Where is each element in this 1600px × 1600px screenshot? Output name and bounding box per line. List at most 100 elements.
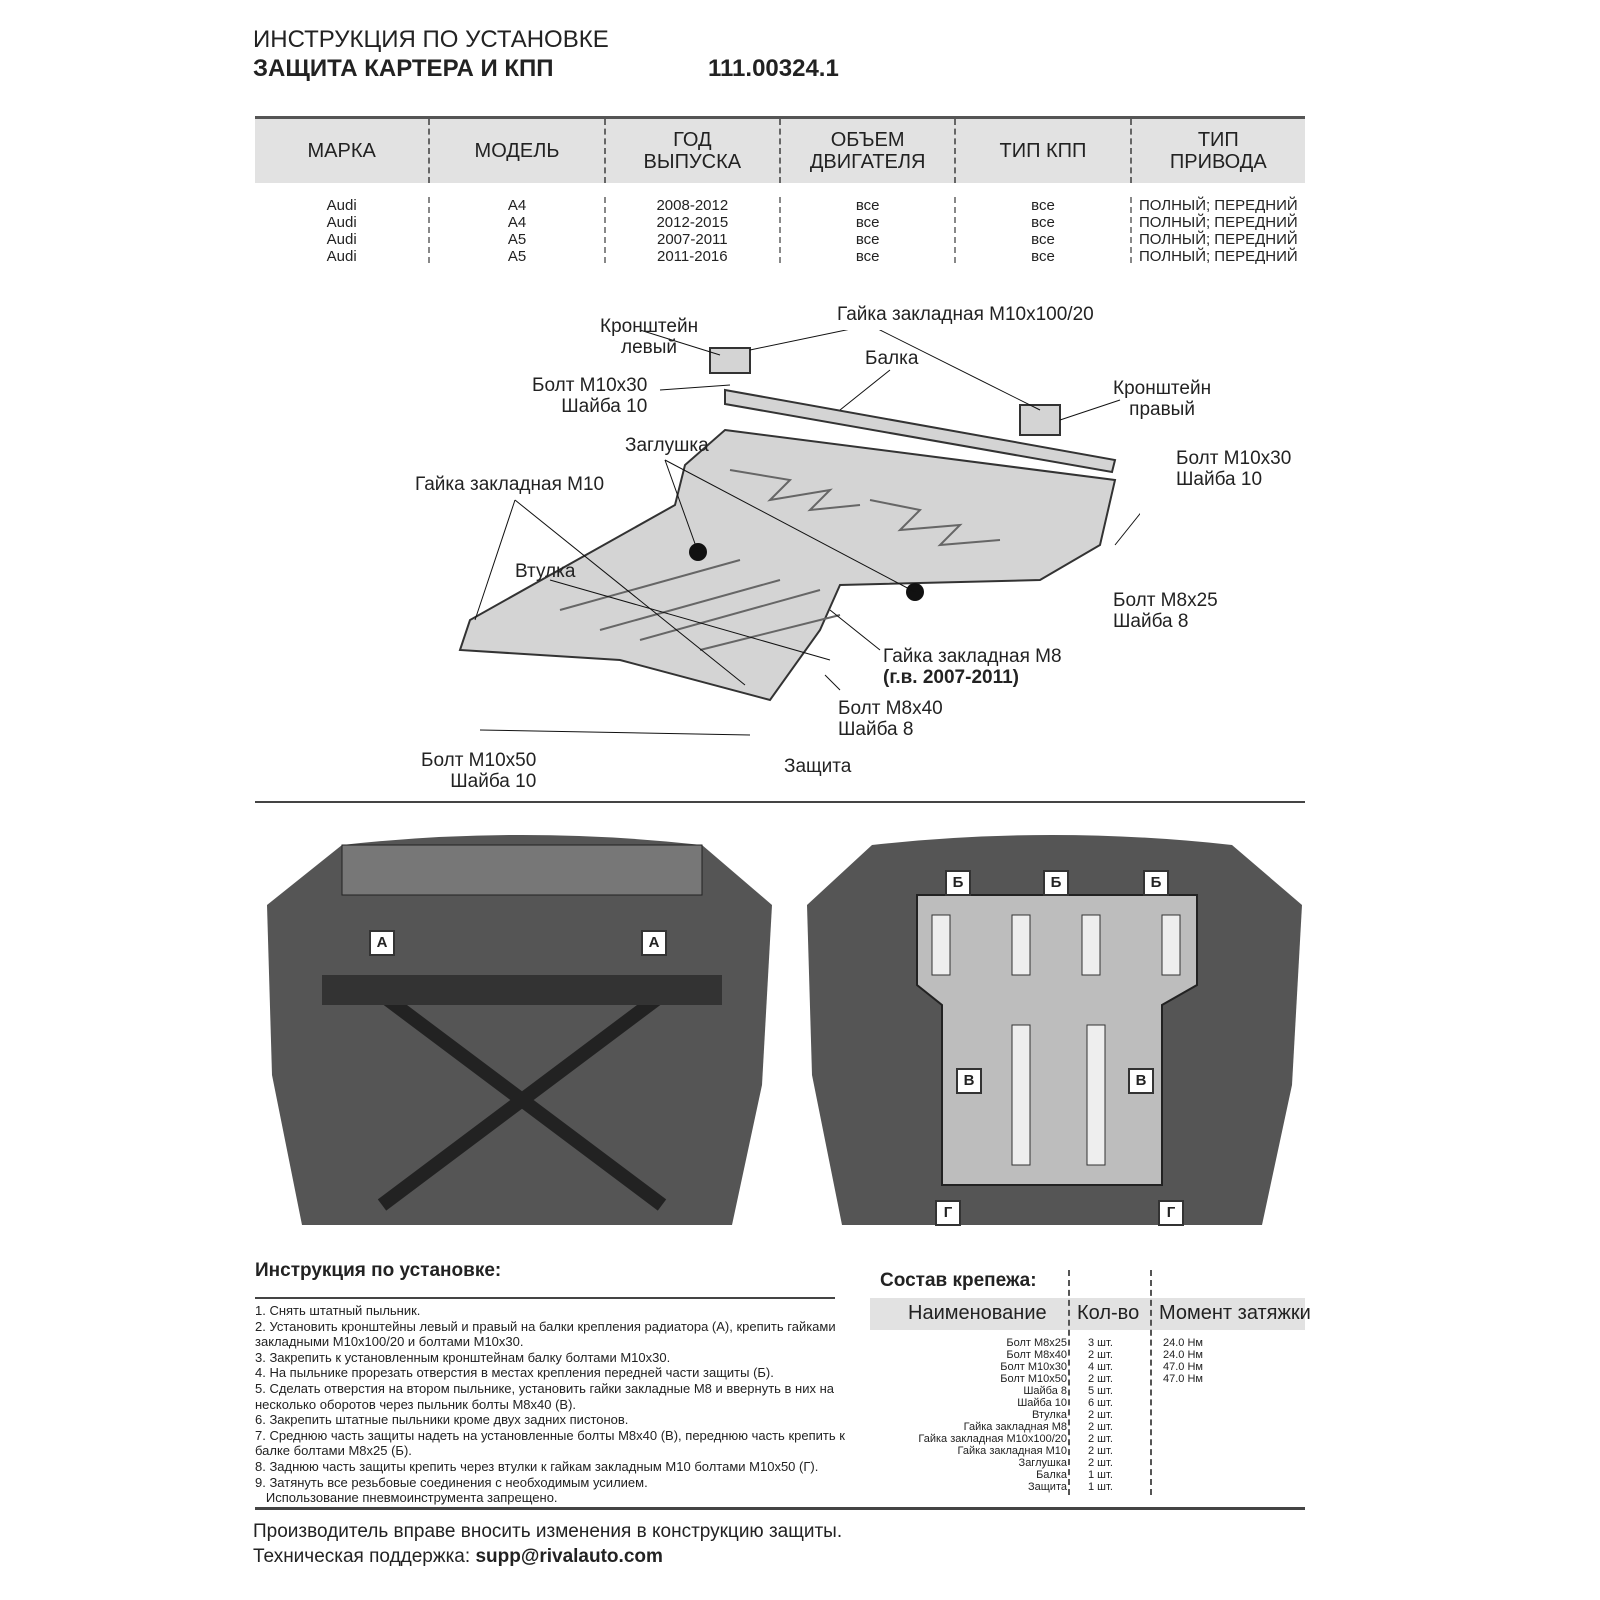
fastener-torque: 47.0 Нм xyxy=(1163,1373,1203,1385)
guard-plate xyxy=(458,428,1117,702)
fastener-name: Балка xyxy=(1036,1469,1067,1481)
footer-note: Производитель вправе вносить изменения в… xyxy=(253,1521,843,1542)
table-cell: 2008-2012 xyxy=(656,197,729,214)
marker-a: А xyxy=(641,930,667,956)
divider xyxy=(255,1297,835,1299)
fastener-name: Шайба 8 xyxy=(1023,1385,1067,1397)
label-nut-m10: Гайка закладная М10 xyxy=(415,474,605,495)
fastener-torque: 47.0 Нм xyxy=(1163,1361,1203,1373)
fastener-qty: 3 шт. xyxy=(1088,1337,1113,1349)
doc-title: ИНСТРУКЦИЯ ПО УСТАНОВКЕ xyxy=(253,26,609,53)
col-qty: Кол-во xyxy=(1077,1302,1140,1324)
fastener-qty: 2 шт. xyxy=(1088,1457,1113,1469)
table-cell: все xyxy=(855,214,880,231)
table-cell: Audi xyxy=(326,231,357,248)
fasteners-title: Состав крепежа: xyxy=(880,1270,1037,1291)
fastener-qty: 2 шт. xyxy=(1088,1433,1113,1445)
marker-a: А xyxy=(369,930,395,956)
fastener-name: Гайка закладная М10х100/20 xyxy=(918,1433,1067,1445)
table-cell: A4 xyxy=(507,197,527,214)
marker-b: Б xyxy=(945,870,971,896)
table-cell: Audi xyxy=(326,248,357,265)
support-label: Техническая поддержка: xyxy=(253,1546,476,1567)
table-header-cell: ТИП КПП xyxy=(956,119,1132,183)
label-guard: Защита xyxy=(784,756,852,777)
instruction-step: 7. Среднюю часть защиты надеть на устано… xyxy=(255,1427,849,1459)
table-cell: все xyxy=(855,197,880,214)
marker-g: Г xyxy=(1158,1200,1184,1226)
bracket-left-part xyxy=(709,347,751,374)
fastener-name: Болт М10х50 xyxy=(1000,1373,1067,1385)
plate-stiffeners xyxy=(559,469,1001,651)
instruction-step: 2. Установить кронштейны левый и правый … xyxy=(255,1318,840,1350)
fastener-name: Болт М10х30 xyxy=(1000,1361,1067,1373)
fastener-qty: 3 шт.2 шт.4 шт.2 шт.5 шт.6 шт.2 шт.2 шт.… xyxy=(1088,1337,1113,1493)
table-cell: все xyxy=(1031,214,1055,231)
label-bolt-m10x30-right: Болт М10х30 Шайба 10 xyxy=(1176,448,1292,490)
marker-b: Б xyxy=(1143,870,1169,896)
table-cell: ПОЛНЫЙ; ПЕРЕДНИЙ xyxy=(1138,231,1298,248)
marker-v: В xyxy=(956,1068,982,1094)
table-header-cell: ТИП ПРИВОДА xyxy=(1169,129,1267,173)
table-cell: Audi xyxy=(326,197,357,214)
fastener-qty: 6 шт. xyxy=(1088,1397,1113,1409)
table-cell: A5 xyxy=(507,231,527,248)
table-cell: все xyxy=(1031,231,1055,248)
fastener-name: Гайка закладная М10 xyxy=(957,1445,1067,1457)
table-cell: ПОЛНЫЙ; ПЕРЕДНИЙ xyxy=(1138,248,1298,265)
fastener-torque: 24.0 Нм xyxy=(1163,1349,1203,1361)
label-plug: Заглушка xyxy=(625,435,709,456)
label-bolt-m8x40: Болт М8х40 Шайба 8 xyxy=(838,698,943,740)
table-cell: Audi xyxy=(326,214,357,231)
fastener-name: Шайба 10 xyxy=(1017,1397,1067,1409)
label-bolt-m10x30-left: Болт М10х30 Шайба 10 xyxy=(532,375,648,417)
label-nut-m8-note: (г.в. 2007-2011) xyxy=(883,667,1019,688)
label-bracket-right: Кронштейн правый xyxy=(1113,378,1212,420)
table-cell: 2007-2011 xyxy=(657,231,728,248)
product-code: 111.00324.1 xyxy=(708,55,839,82)
product-title: ЗАЩИТА КАРТЕРА И КПП xyxy=(253,55,554,82)
fastener-qty: 4 шт. xyxy=(1088,1361,1113,1373)
table-cell: все xyxy=(1031,197,1055,214)
table-cell: все xyxy=(1031,248,1055,265)
instructions-list: 1. Снять штатный пыльник.2. Установить к… xyxy=(255,1303,855,1506)
table-header-cell: ОБЪЕМ ДВИГАТЕЛЯ xyxy=(781,119,957,183)
fastener-qty: 1 шт. xyxy=(1088,1469,1113,1481)
divider xyxy=(255,801,1305,803)
fastener-qty: 5 шт. xyxy=(1088,1385,1113,1397)
marker-b: Б xyxy=(1043,870,1069,896)
leader-lines xyxy=(474,330,1140,736)
fastener-name: Болт М8х40 xyxy=(1006,1349,1067,1361)
col-name: Наименование xyxy=(908,1302,1047,1324)
beam-part xyxy=(724,388,1117,474)
table-cell: A5 xyxy=(507,248,527,265)
fastener-qty: 2 шт. xyxy=(1088,1349,1113,1361)
fastener-torque: 24.0 Нм xyxy=(1163,1337,1203,1349)
fastener-name: Заглушка xyxy=(1018,1457,1067,1469)
support-email[interactable]: supp@rivalauto.com xyxy=(475,1546,663,1567)
divider xyxy=(255,116,1305,119)
label-bushing: Втулка xyxy=(515,561,576,582)
table-cell: 2011-2016 xyxy=(657,248,728,265)
fastener-qty: 2 шт. xyxy=(1088,1445,1113,1457)
fastener-name: Болт М8х25 xyxy=(1006,1337,1067,1349)
fastener-qty: 1 шт. xyxy=(1088,1481,1113,1493)
col-divider xyxy=(1150,1270,1152,1495)
instruction-step: 5. Сделать отверстия на втором пыльнике,… xyxy=(255,1380,838,1412)
fastener-name: Защита xyxy=(1028,1481,1067,1493)
fastener-qty: 2 шт. xyxy=(1088,1373,1113,1385)
table-header-cell: МОДЕЛЬ xyxy=(430,119,606,183)
table-cell: все xyxy=(855,248,880,265)
table-cell: A4 xyxy=(507,214,527,231)
fastener-qty: 2 шт. xyxy=(1088,1421,1113,1433)
col-divider xyxy=(1068,1270,1070,1495)
fasteners-header: Наименование Кол-во Момент затяжки xyxy=(870,1298,1311,1330)
table-cell: ПОЛНЫЙ; ПЕРЕДНИЙ xyxy=(1138,214,1298,231)
